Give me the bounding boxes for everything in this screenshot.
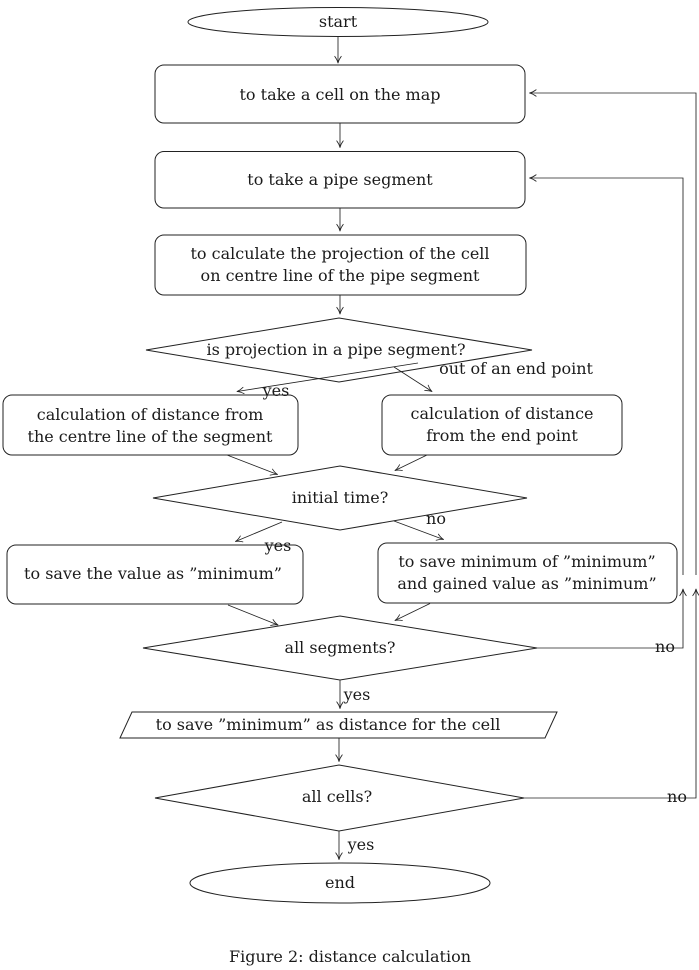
edge-label-segments-no: no	[655, 637, 675, 656]
save-value-box-shape	[6, 544, 304, 605]
node-save-value-label: to save the value as ”minimum”	[24, 563, 282, 583]
node-dist-endpoint-line2: from the end point	[426, 426, 578, 445]
edge-save-value-to-all-segments	[227, 604, 279, 626]
figure-caption: Figure 2: distance calculation	[228, 947, 472, 966]
edge-label-projection-no: out of an end point	[439, 359, 593, 378]
node-end-label: end	[324, 873, 356, 892]
edge-dist-centre-to-initial-time	[226, 454, 278, 476]
node-calc-projection-label: to calculate the projection of the cell …	[190, 243, 489, 287]
save-min-box-shape	[377, 542, 678, 604]
node-all-segments-label: all segments?	[284, 638, 396, 657]
edge-dist-endpoint-to-initial-time	[394, 454, 428, 471]
node-initial-time-label: initial time?	[291, 488, 389, 507]
initial-time-diamond-shape	[152, 465, 528, 531]
node-dist-centre-line2: the centre line of the segment	[27, 427, 273, 446]
node-save-min-label: to save minimum of ”minimum” and gained …	[397, 551, 656, 595]
edge-segments-no-upper	[529, 174, 684, 575]
node-save-distance-label: to save ”minimum” as distance for the ce…	[155, 715, 501, 734]
node-projection-check-label: is projection in a pipe segment?	[206, 340, 466, 359]
edge-projection-yes	[236, 362, 419, 395]
edge-label-cells-yes: yes	[347, 835, 375, 854]
projection-check-diamond-shape	[145, 317, 533, 383]
node-dist-centre-label: calculation of distance from the centre …	[28, 404, 273, 448]
edge-save-min-to-all-segments	[394, 603, 431, 621]
edge-label-cells-no: no	[667, 787, 687, 806]
node-calc-projection-line2: on centre line of the pipe segment	[200, 266, 480, 285]
node-dist-centre-line1: calculation of distance from	[36, 405, 264, 424]
node-take-segment-label: to take a pipe segment	[247, 170, 433, 189]
edge-projection-no	[393, 366, 433, 392]
node-dist-endpoint-label: calculation of distance from the end poi…	[410, 403, 593, 447]
edge-initial-yes	[235, 521, 283, 543]
edge-label-segments-yes: yes	[343, 685, 371, 704]
edge-initial-no	[393, 520, 444, 541]
node-save-min-line2: and gained value as ”minimum”	[397, 573, 657, 593]
edge-label-projection-yes: yes	[262, 381, 290, 400]
edge-label-initial-no: no	[426, 509, 446, 528]
edge-cells-no-upper	[529, 89, 697, 575]
save-distance-parallelogram-shape	[119, 711, 558, 739]
node-calc-projection-line1: to calculate the projection of the cell	[190, 244, 490, 263]
end-terminator-shape	[189, 862, 491, 904]
calc-projection-box-shape	[154, 234, 527, 296]
edge-label-initial-yes: yes	[264, 536, 292, 555]
dist-centre-box-shape	[2, 394, 299, 456]
node-all-cells-label: all cells?	[301, 787, 373, 806]
node-take-cell-label: to take a cell on the map	[239, 85, 441, 104]
node-save-min-line1: to save minimum of ”minimum”	[398, 551, 656, 571]
node-start-label: start	[318, 12, 358, 31]
edge-segments-no-lower	[537, 588, 687, 649]
node-dist-endpoint-line1: calculation of distance	[410, 404, 594, 423]
dist-endpoint-box-shape	[381, 394, 623, 456]
edge-cells-no-lower	[524, 588, 699, 799]
